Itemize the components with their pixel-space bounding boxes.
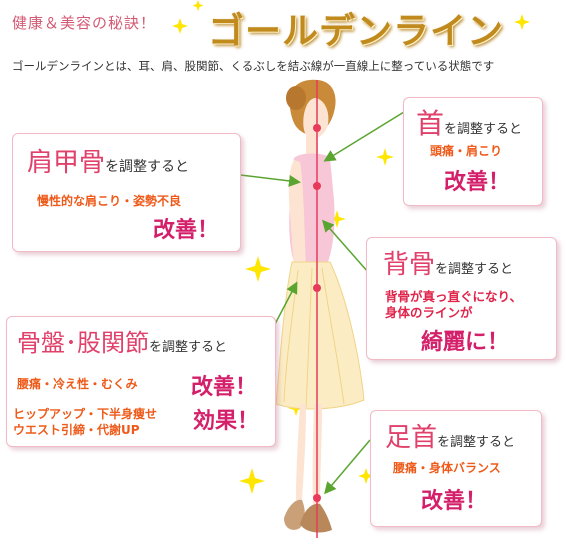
panel-scapula-result: 改善！: [153, 217, 220, 243]
panel-ankle-suffix: を調整すると: [437, 435, 516, 450]
panel-spine: 背骨を調整すると 背骨が真っ直ぐになり、 身体のラインが 綺麗に！: [366, 237, 557, 360]
panel-spine-effect-line2: 身体のラインが: [385, 305, 473, 320]
panel-pelvis-effect2-line1: ヒップアップ・下半身痩せ: [13, 407, 158, 421]
panel-spine-result: 綺麗に！: [421, 329, 510, 355]
panel-pelvis-result2: 効果！: [193, 408, 260, 434]
panel-scapula-suffix: を調整すると: [105, 159, 190, 175]
sparkle-icon: [245, 256, 271, 282]
panel-pelvis-result1: 改善！: [191, 374, 258, 400]
sparkle-icon: [172, 18, 188, 34]
panel-neck: 首を調整すると 頭痛・肩こり 改善！: [403, 97, 543, 206]
panel-neck-suffix: を調整すると: [444, 122, 523, 137]
shoulder-point: [313, 182, 321, 190]
sparkle-icon: [514, 14, 530, 30]
arrow-ankle: [324, 439, 371, 495]
panel-spine-suffix: を調整すると: [435, 262, 514, 277]
pointer-arrows: [231, 111, 405, 495]
panel-pelvis-effect2-line2: ウエスト引締・代謝UP: [13, 423, 140, 437]
arrow-pelvis: [273, 281, 298, 327]
sparkle-icon: [192, 0, 204, 11]
panel-spine-effect-line1: 背骨が真っ直ぐになり、: [385, 289, 523, 304]
panel-scapula: 肩甲骨を調整すると 慢性的な肩こり・姿勢不良 改善！: [12, 133, 241, 252]
hip-point: [313, 284, 321, 292]
panel-ankle-effect: 腰痛・身体バランス: [393, 461, 501, 475]
page-title: ゴールデンライン: [208, 11, 505, 52]
tagline: 健康＆美容の秘訣！: [12, 14, 157, 32]
panel-scapula-part: 肩甲骨: [27, 148, 106, 178]
panel-pelvis: 骨盤･股関節を調整すると 腰痛・冷え性・むくみ 改善！ ヒップアップ・下半身痩せ…: [6, 316, 276, 447]
panel-spine-part: 背骨: [383, 250, 436, 280]
woman-figure: [275, 79, 365, 533]
subtitle: ゴールデンラインとは、耳、肩、股関節、くるぶしを結ぶ線が一直線上に整っている状態…: [12, 59, 495, 73]
arrow-spine: [322, 219, 369, 273]
sparkle-icon: [328, 210, 346, 228]
alignment-points: [313, 124, 321, 502]
panel-pelvis-effect1: 腰痛・冷え性・むくみ: [17, 377, 138, 391]
sparkle-icon: [376, 148, 394, 166]
panel-scapula-effect: 慢性的な肩こり・姿勢不良: [37, 194, 182, 208]
panel-neck-part: 首: [416, 107, 445, 140]
arrow-scapula: [231, 173, 301, 187]
panel-pelvis-suffix: を調整すると: [149, 340, 228, 355]
panel-ankle: 足首を調整すると 腰痛・身体バランス 改善！: [370, 410, 542, 527]
panel-pelvis-part: 骨盤･股関節: [17, 329, 149, 357]
sparkle-icon: [358, 468, 374, 484]
arrow-neck: [323, 111, 405, 162]
sparkle-icon: [239, 468, 265, 494]
panel-ankle-result: 改善！: [421, 488, 488, 514]
ankle-point: [313, 494, 321, 502]
panel-neck-result: 改善！: [444, 169, 511, 195]
ear-point: [313, 124, 321, 132]
panel-neck-effect: 頭痛・肩こり: [430, 144, 503, 158]
panel-ankle-part: 足首: [385, 423, 438, 453]
